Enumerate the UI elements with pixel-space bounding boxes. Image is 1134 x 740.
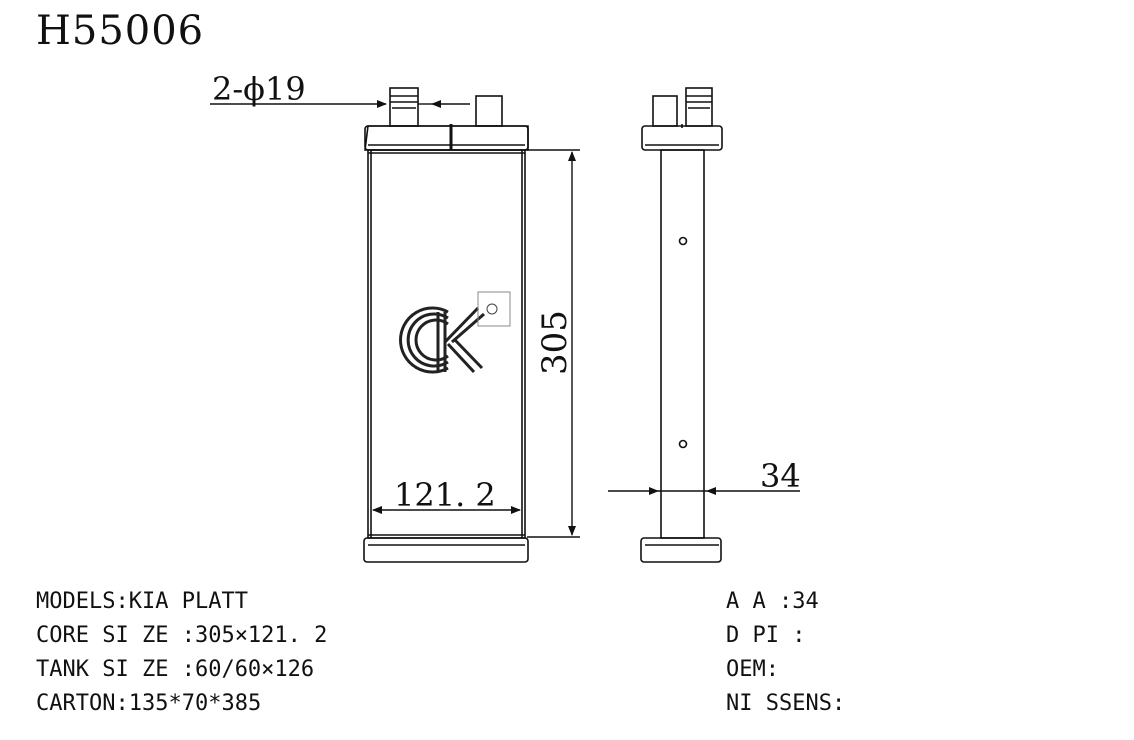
inlet-pipe — [389, 87, 419, 127]
outlet-pipe — [475, 95, 503, 127]
spec-list-left: MODELS:KIA PLATT CORE SI ZE :305×121. 2 … — [36, 585, 327, 721]
spec-dpi: D PI : — [726, 623, 806, 648]
height-label: 305 — [535, 310, 575, 375]
spec-list-right: A A :34 D PI : OEM: NI SSENS: — [726, 585, 845, 721]
ck-logo — [399, 291, 511, 374]
depth-label: 34 — [760, 457, 801, 495]
pipe-diameter-label: 2-ϕ19 — [212, 70, 306, 108]
bottom-tank — [363, 537, 529, 563]
spec-tank-size: TANK SI ZE :60/60×126 — [36, 657, 315, 682]
side-view — [640, 87, 723, 563]
radiator-core — [367, 149, 526, 539]
spec-aa: A A :34 — [726, 589, 819, 614]
top-tank — [364, 124, 529, 151]
spec-models: MODELS:KIA PLATT — [36, 589, 248, 614]
spec-carton: CARTON:135*70*385 — [36, 691, 262, 716]
height-dimension — [527, 149, 580, 538]
width-label: 121. 2 — [394, 476, 496, 514]
spec-oem: OEM: — [726, 657, 779, 682]
spec-core-size: CORE SI ZE :305×121. 2 — [36, 623, 328, 648]
part-number: H55006 — [36, 8, 205, 54]
spec-nissens: NI SSENS: — [726, 691, 846, 716]
front-view — [363, 87, 529, 563]
